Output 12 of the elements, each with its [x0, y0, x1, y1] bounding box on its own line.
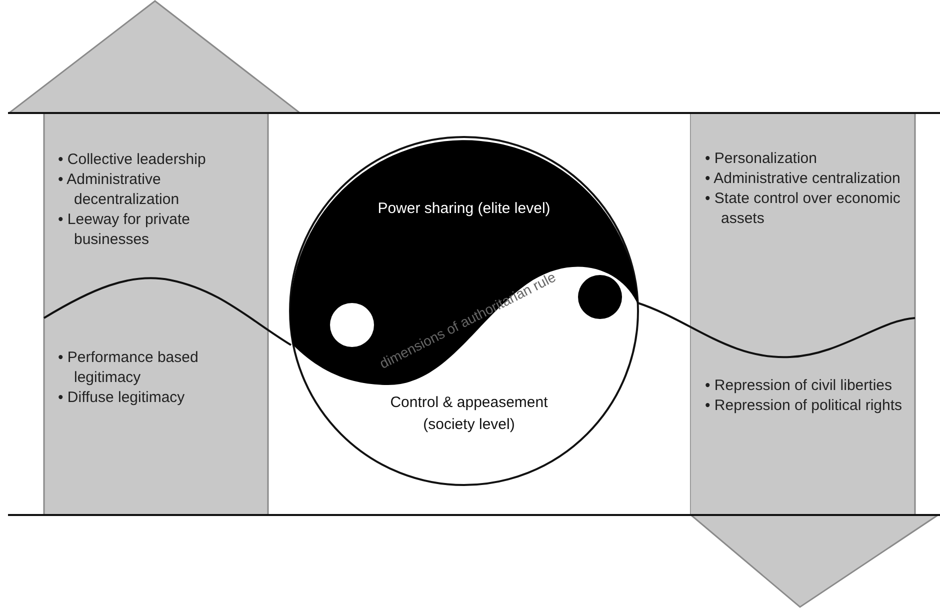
bullet-item: • Performance based legitimacy — [58, 348, 200, 388]
bullet-item: • Administrative centralization — [705, 169, 902, 189]
bullet-item: • Collective leadership — [58, 150, 207, 170]
circle-heading: Control & appeasement (society level) — [389, 393, 549, 435]
bullet-item: • Repression of civil liberties — [705, 376, 893, 396]
bullet-item: • Administrative decentralization — [58, 170, 180, 210]
bullet-item: • State control over economic assets — [705, 189, 902, 229]
circle-heading: Power sharing (elite level) — [376, 199, 552, 219]
bullet-item: • Leeway for private businesses — [58, 210, 191, 250]
bullet-item: • Diffuse legitimacy — [58, 388, 186, 408]
bullet-item: • Repression of political rights — [705, 396, 904, 416]
bullet-item: • Personalization — [705, 149, 818, 169]
